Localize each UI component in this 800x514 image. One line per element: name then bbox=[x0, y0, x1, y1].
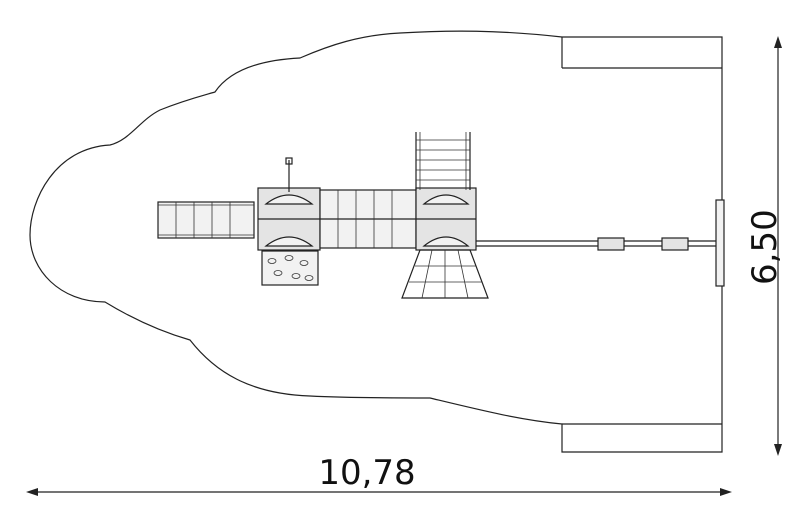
width-label: 10,78 bbox=[318, 453, 415, 493]
depth-label: 6,50 bbox=[745, 209, 785, 285]
bridge bbox=[319, 189, 417, 249]
climbing-net bbox=[401, 249, 489, 299]
tower-right bbox=[415, 187, 477, 251]
ladder-top bbox=[415, 132, 471, 190]
tower-left bbox=[257, 157, 321, 251]
safety-zone-outline bbox=[29, 30, 723, 453]
dimension-depth bbox=[774, 36, 782, 456]
dimension-width bbox=[26, 488, 732, 496]
climbing-wall bbox=[261, 250, 319, 286]
slide bbox=[157, 201, 255, 239]
beam bbox=[476, 199, 725, 287]
